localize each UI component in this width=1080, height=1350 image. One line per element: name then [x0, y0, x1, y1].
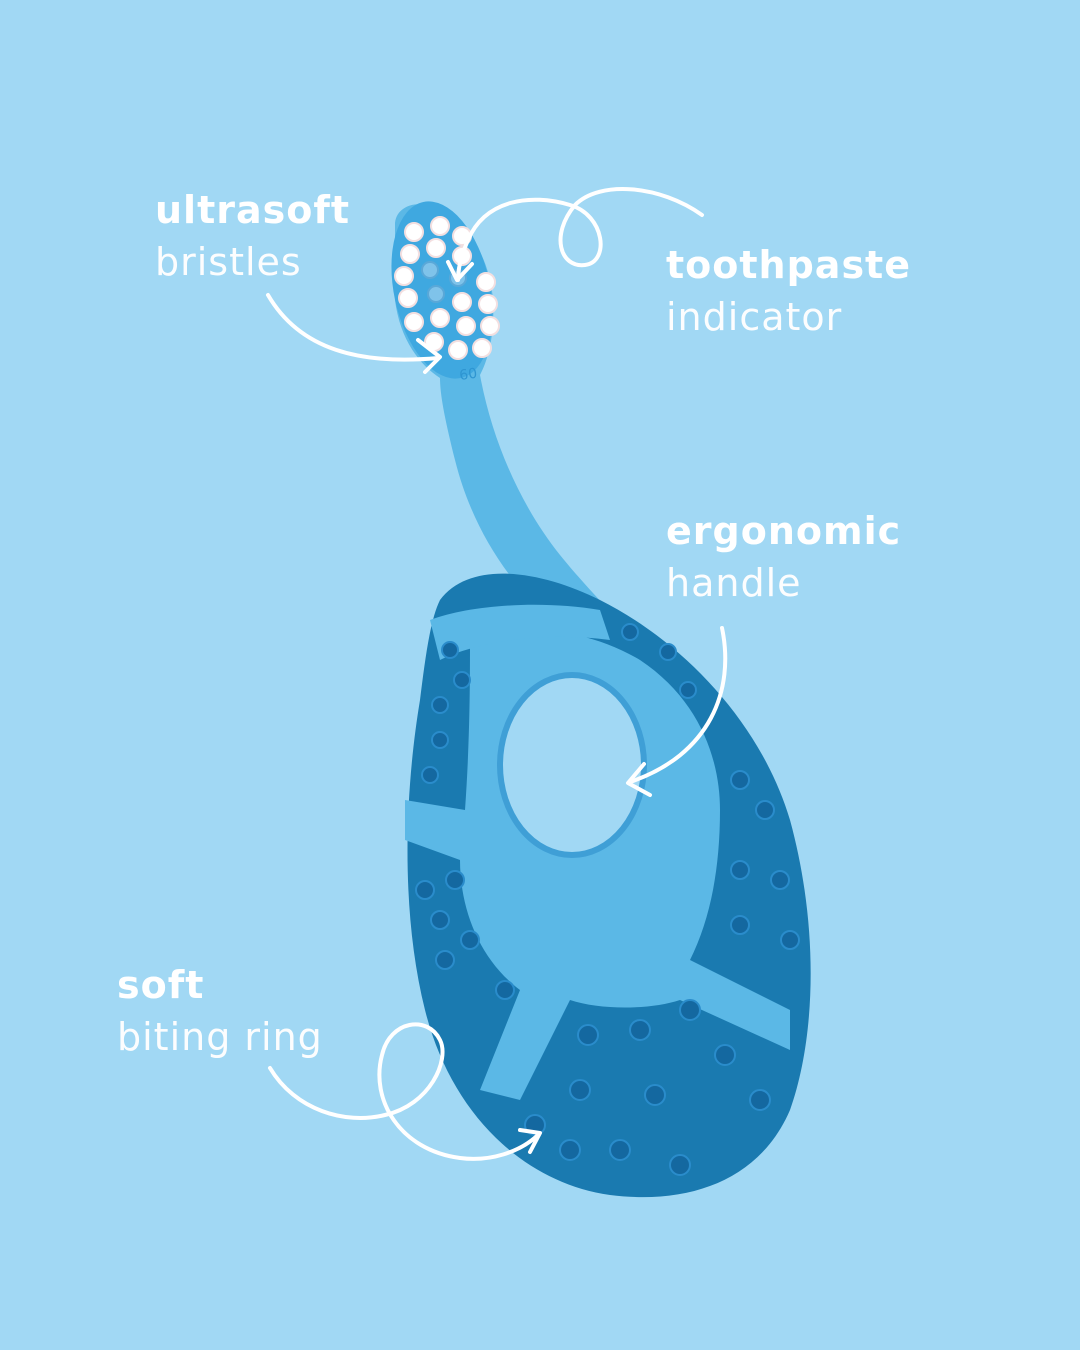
callout-ultrasoft-bristles: ultrasoft bristles	[155, 184, 350, 288]
biting-ring-hole	[500, 675, 644, 855]
brush-head-mark: 60	[458, 366, 478, 384]
callout-ring-light: biting ring	[117, 1015, 323, 1059]
callout-indicator-bold: toothpaste	[666, 243, 911, 287]
callout-indicator-light: indicator	[666, 295, 843, 339]
callout-ring-bold: soft	[117, 963, 205, 1007]
callout-bristles-bold: ultrasoft	[155, 188, 351, 232]
callout-handle-bold: ergonomic	[666, 509, 902, 553]
callout-toothpaste-indicator: toothpaste indicator	[666, 239, 911, 343]
callout-ergonomic-handle: ergonomic handle	[666, 505, 901, 609]
callout-bristles-light: bristles	[155, 240, 302, 284]
handle-stripe	[430, 604, 610, 660]
callout-soft-biting-ring: soft biting ring	[117, 959, 323, 1063]
callout-handle-light: handle	[666, 561, 802, 605]
